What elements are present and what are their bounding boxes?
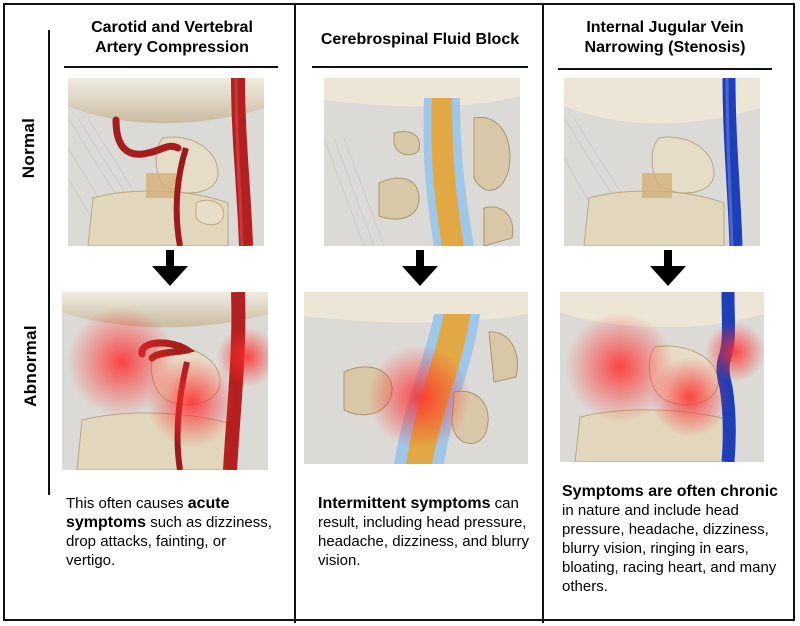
column-divider-1 <box>294 3 296 623</box>
column-title-vein: Internal Jugular Vein Narrowing (Stenosi… <box>556 18 774 58</box>
caption-emphasis: Symptoms are often chronic <box>562 483 779 500</box>
row-label-axis <box>48 30 50 495</box>
row-label-normal: Normal <box>19 117 38 179</box>
figure-frame <box>3 3 795 621</box>
column-title-artery: Carotid and Vertebral Artery Compression <box>66 18 278 58</box>
vein-abnormal-illustration <box>560 292 764 462</box>
caption-text: such as dizziness, drop attacks, faintin… <box>66 514 272 569</box>
down-arrow-icon <box>152 250 188 286</box>
column-title-csf: Cerebrospinal Fluid Block <box>306 30 534 50</box>
title-rule <box>64 66 278 68</box>
title-line: Cerebrospinal Fluid Block <box>320 31 520 48</box>
caption-csf: Intermittent symptoms can result, includ… <box>318 494 534 570</box>
artery-abnormal-illustration <box>62 292 268 470</box>
column-divider-2 <box>542 3 544 623</box>
caption-text: This often causes <box>66 495 188 512</box>
title-line: Artery Compression <box>95 39 249 56</box>
caption-emphasis: Intermittent symptoms <box>318 495 491 512</box>
title-line: Internal Jugular Vein <box>586 19 744 36</box>
caption-vein: Symptoms are often chronic in nature and… <box>562 482 782 596</box>
down-arrow-icon <box>650 250 686 286</box>
vein-normal-illustration <box>564 78 760 246</box>
caption-artery: This often causes acute symptoms such as… <box>66 494 278 570</box>
artery-normal-illustration <box>68 78 264 246</box>
title-rule <box>558 68 772 70</box>
row-label-abnormal: Abnormal <box>21 325 40 407</box>
caption-text: can result, including head pressure, hea… <box>318 495 529 569</box>
title-line: Narrowing (Stenosis) <box>584 39 746 56</box>
title-rule <box>312 66 528 68</box>
title-line: Carotid and Vertebral <box>91 19 253 36</box>
csf-normal-illustration <box>324 78 520 246</box>
caption-emphasis: acute symptoms <box>66 495 230 531</box>
down-arrow-icon <box>402 250 438 286</box>
caption-text: in nature and include head pressure, hea… <box>562 502 777 595</box>
csf-abnormal-illustration <box>304 292 528 464</box>
